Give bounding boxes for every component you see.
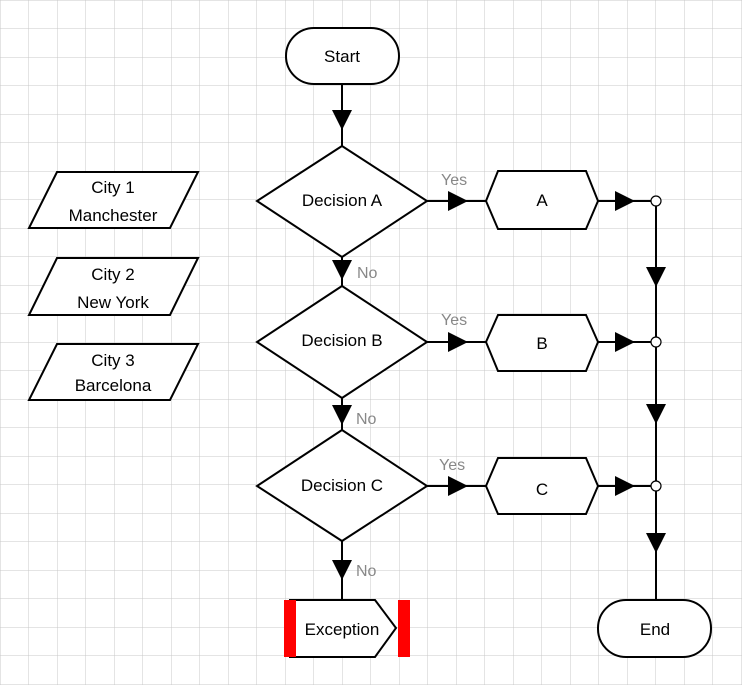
process-a-label: A — [536, 191, 548, 210]
arrow-head — [332, 560, 352, 580]
city-2-node[interactable] — [27, 257, 200, 316]
arrow-head — [332, 110, 352, 130]
arrow-head — [646, 404, 666, 424]
decision-c-label: Decision C — [301, 476, 383, 495]
edge-label-yes-a: Yes — [441, 172, 467, 189]
edge-label-no-b: No — [356, 411, 377, 428]
arrow-head — [646, 267, 666, 287]
process-b-node[interactable] — [484, 314, 600, 372]
city-3-node[interactable] — [27, 343, 200, 401]
arrow-head — [332, 405, 352, 425]
arrow-head — [615, 191, 635, 211]
junction-2 — [650, 336, 662, 348]
city-1-line2: Manchester — [69, 206, 158, 225]
junction-1 — [650, 195, 662, 207]
start-label: Start — [324, 47, 360, 66]
city-2-line1: City 2 — [91, 265, 134, 284]
end-node[interactable] — [597, 599, 712, 658]
edge-label-yes-c: Yes — [439, 457, 465, 474]
city-1-node[interactable] — [27, 171, 200, 229]
junction-3 — [650, 480, 662, 492]
arrow-head — [615, 476, 635, 496]
edge-label-no-a: No — [357, 265, 378, 282]
decision-c-node[interactable] — [255, 428, 429, 543]
start-node[interactable] — [285, 27, 400, 85]
end-label: End — [640, 620, 670, 639]
city-2-line2: New York — [77, 293, 149, 312]
decision-a-node[interactable] — [255, 144, 429, 259]
process-c-label: C — [536, 480, 548, 499]
arrow-head — [646, 533, 666, 553]
decision-a-label: Decision A — [302, 191, 383, 210]
arrow-head — [448, 191, 468, 211]
decision-b-node[interactable] — [255, 284, 429, 400]
city-3-line1: City 3 — [91, 351, 134, 370]
arrow-head — [332, 260, 352, 280]
process-c-node[interactable] — [484, 457, 600, 515]
exception-bar-left — [284, 600, 296, 657]
edge-label-yes-b: Yes — [441, 312, 467, 329]
process-b-label: B — [536, 334, 547, 353]
process-a-node[interactable] — [484, 170, 600, 230]
arrow-head — [615, 332, 635, 352]
arrow-head — [448, 332, 468, 352]
edge-label-no-c: No — [356, 563, 377, 580]
exception-bar-right — [398, 600, 410, 657]
city-3-line2: Barcelona — [75, 376, 152, 395]
decision-b-label: Decision B — [301, 331, 382, 350]
exception-label: Exception — [305, 620, 380, 639]
arrow-head — [448, 476, 468, 496]
city-1-line1: City 1 — [91, 178, 134, 197]
